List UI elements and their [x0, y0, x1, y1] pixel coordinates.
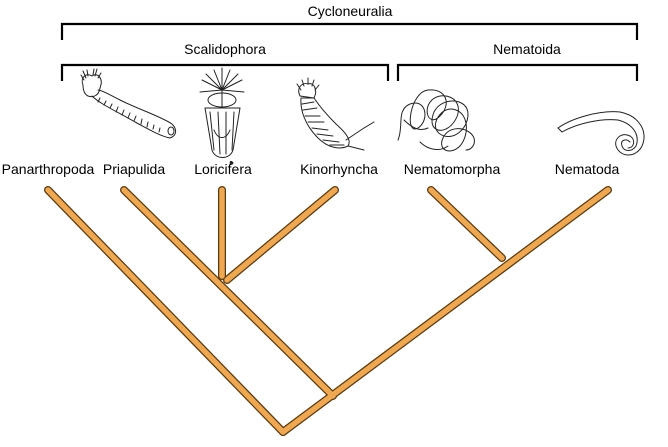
branch-nematoda-stem — [280, 187, 611, 435]
nematomorph-illustration — [397, 89, 475, 152]
label-scalidophora: Scalidophora — [184, 41, 266, 57]
label-kinorhyncha: Kinorhyncha — [300, 161, 378, 177]
label-priapulida: Priapulida — [103, 161, 165, 177]
svg-text:lb: lb — [230, 160, 234, 165]
bracket-scalidophora: Scalidophora — [60, 41, 390, 81]
nematode-illustration — [557, 111, 645, 156]
label-panarthropoda: Panarthropoda — [2, 161, 95, 177]
label-nematoda: Nematoda — [555, 161, 620, 177]
label-loricifera: Loricifera — [194, 161, 252, 177]
bracket-cycloneuralia: Cycloneuralia — [60, 3, 639, 40]
branch-priapulida — [121, 187, 336, 399]
branch-panarthropoda — [45, 187, 286, 435]
branch-kinorhyncha — [224, 187, 338, 283]
loriciferan-illustration: lb — [199, 67, 245, 166]
label-nematomorpha: Nematomorpha — [404, 161, 501, 177]
bracket-nematoida: Nematoida — [396, 41, 639, 81]
branch-nematomorpha — [428, 187, 505, 261]
priapulid-illustration — [80, 68, 177, 139]
label-nematoida: Nematoida — [493, 41, 561, 57]
label-cycloneuralia: Cycloneuralia — [308, 3, 393, 19]
tree-branches — [45, 187, 611, 435]
kinorhynch-illustration — [296, 77, 375, 151]
